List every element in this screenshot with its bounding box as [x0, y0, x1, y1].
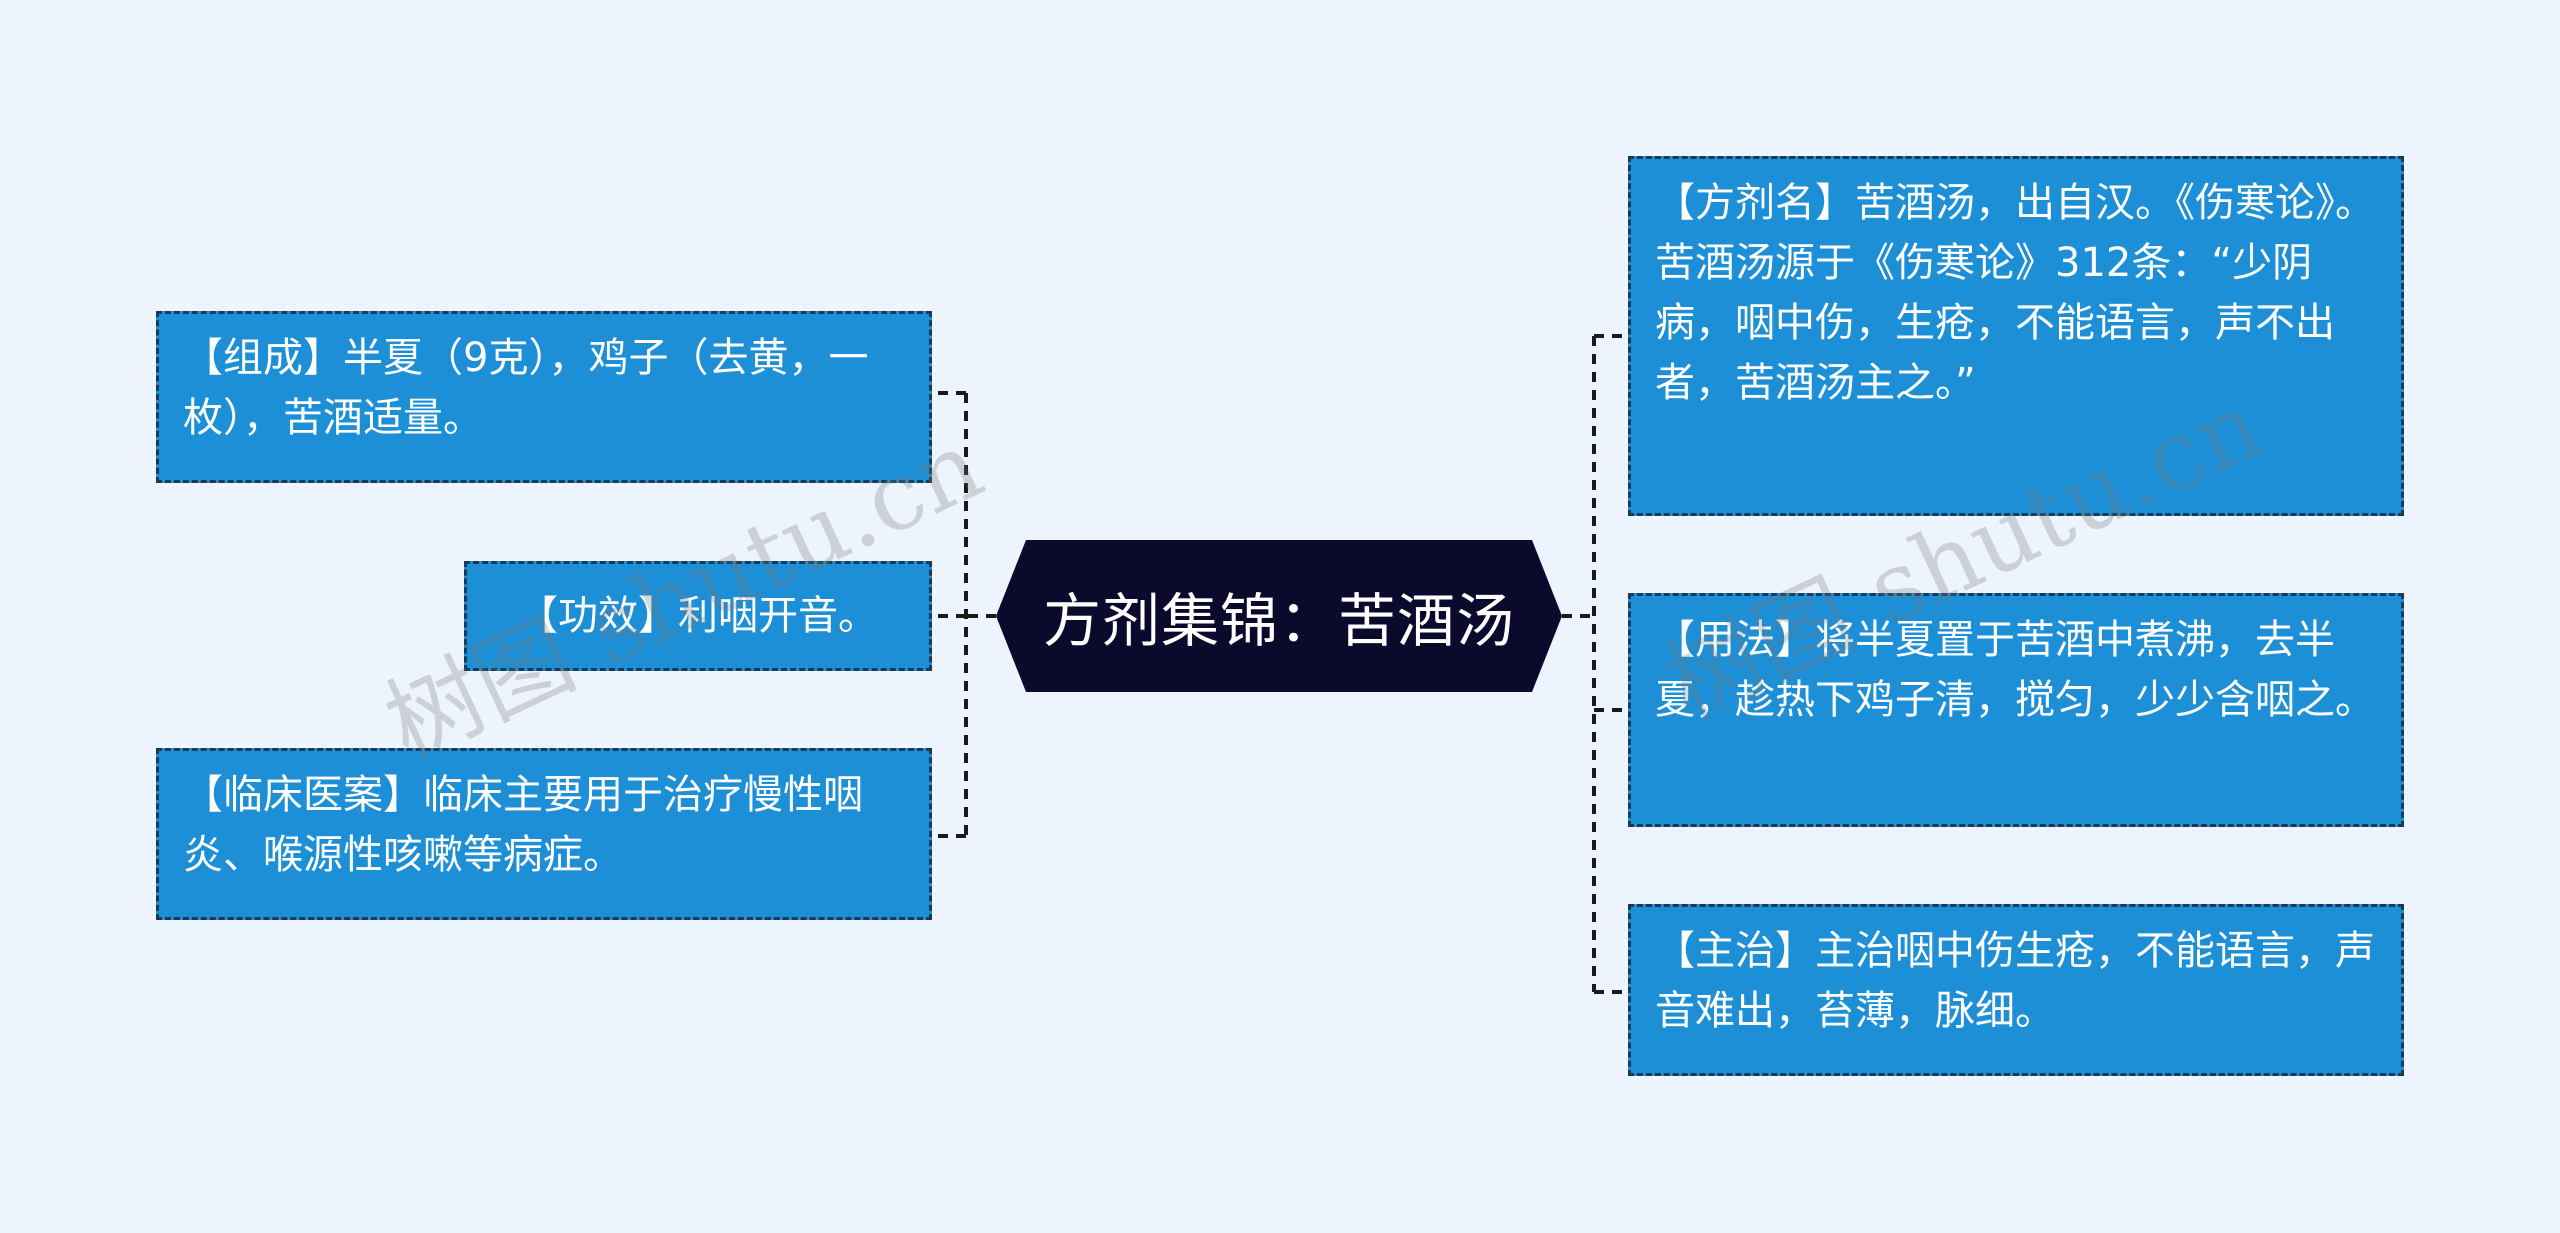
node-clinical[interactable]: 【临床医案】临床主要用于治疗慢性咽炎、喉源性咳嗽等病症。 [156, 748, 932, 920]
central-topic-hexagon [996, 540, 1562, 692]
central-topic[interactable]: 方剂集锦：苦酒汤 [996, 540, 1562, 692]
node-usage[interactable]: 【用法】将半夏置于苦酒中煮沸，去半夏，趁热下鸡子清，搅匀，少少含咽之。 [1628, 593, 2404, 827]
node-formula-name[interactable]: 【方剂名】苦酒汤，出自汉。《伤寒论》。苦酒汤源于《伤寒论》312条：“少阴病，咽… [1628, 156, 2404, 516]
node-indication[interactable]: 【主治】主治咽中伤生疮，不能语言，声音难出，苔薄，脉细。 [1628, 904, 2404, 1076]
node-efficacy[interactable]: 【功效】利咽开音。 [464, 561, 932, 671]
node-composition[interactable]: 【组成】半夏（9克），鸡子（去黄，一枚），苦酒适量。 [156, 311, 932, 483]
central-topic-title: 方剂集锦：苦酒汤 [1042, 587, 1515, 655]
